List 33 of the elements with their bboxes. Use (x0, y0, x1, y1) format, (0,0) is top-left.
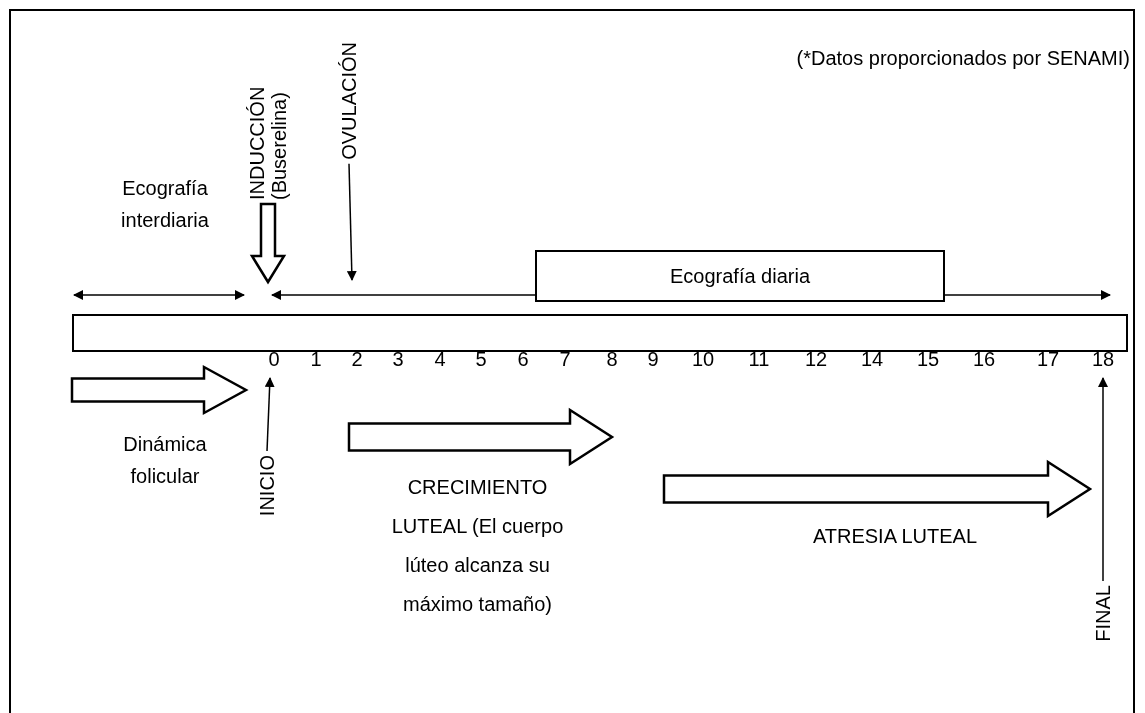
tick-label: 15 (915, 347, 941, 372)
text-label: Dinámica folicular (122, 432, 208, 489)
tick-label: 5 (474, 347, 488, 372)
tick-label: 11 (747, 347, 771, 372)
tick-label: 0 (267, 347, 281, 372)
text-label: CRECIMIENTO LUTEAL (El cuerpo lúteo alcanza su máximo tamaño) (390, 475, 565, 617)
tick-label: 12 (803, 347, 829, 372)
tick-label: 9 (646, 347, 660, 372)
tick-label: 4 (433, 347, 447, 372)
vertical-label: INDUCCIÓN (Buserelina) (246, 35, 290, 200)
tick-label: 10 (690, 347, 716, 372)
tick-label: 3 (391, 347, 405, 372)
tick-label: 17 (1035, 347, 1061, 372)
tick-label: 2 (350, 347, 364, 372)
tick-label: 8 (605, 347, 619, 372)
source-note: (*Datos proporcionados por SENAMI) (795, 46, 1130, 71)
text-label: ATRESIA LUTEAL (811, 524, 979, 549)
tick-label: 14 (859, 347, 885, 372)
arrow (264, 377, 275, 452)
tick-label: 16 (971, 347, 997, 372)
vertical-label: INICIO (256, 455, 278, 517)
tick-label: 18 (1090, 347, 1116, 372)
arrow (346, 163, 357, 281)
tick-label: 7 (558, 347, 572, 372)
vertical-label: OVULACIÓN (338, 42, 360, 160)
hollow-arrow (249, 202, 287, 285)
text-label: Ecografía interdiaria (120, 176, 210, 233)
vertical-label: FINAL (1092, 585, 1114, 642)
process-box: Ecografía diaria (535, 250, 945, 302)
timeline-bar (72, 314, 1128, 352)
tick-label: 1 (309, 347, 323, 372)
tick-label: 6 (516, 347, 530, 372)
arrow (1098, 377, 1108, 582)
